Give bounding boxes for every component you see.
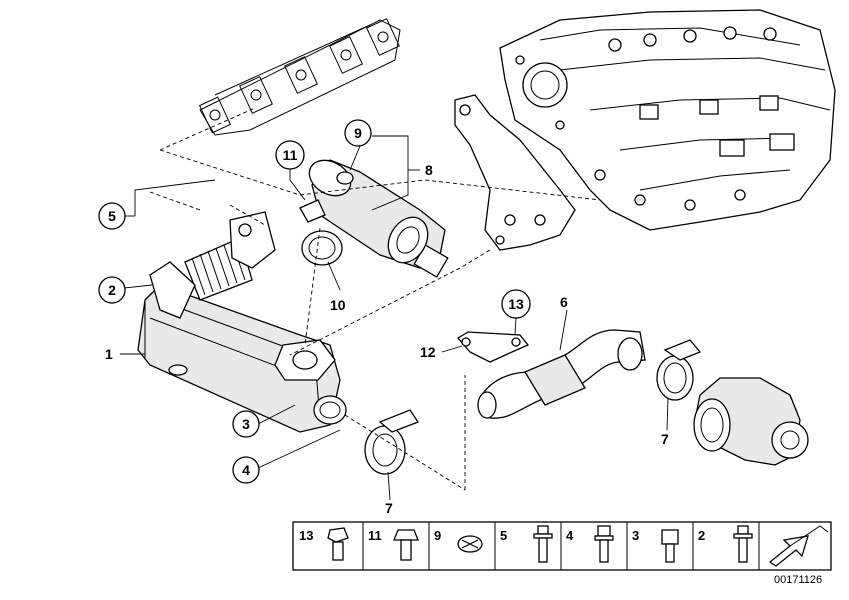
legend-cell-9: 9 — [434, 528, 483, 553]
legend-cell-3: 3 — [632, 528, 679, 563]
bracket-part-12 — [457, 331, 530, 363]
svg-text:2: 2 — [698, 528, 705, 543]
gasket-part-10 — [301, 230, 343, 266]
callout-7-right: 7 — [661, 431, 669, 447]
egr-pipe-part-6 — [477, 329, 646, 419]
callout-3: 3 — [232, 410, 260, 438]
svg-text:1: 1 — [105, 346, 113, 362]
callout-13: 13 — [501, 289, 531, 319]
svg-text:9: 9 — [434, 528, 441, 543]
callout-12: 12 — [420, 344, 436, 360]
egr-valve-housing-drawing — [693, 377, 809, 466]
exhaust-manifold-drawing — [198, 18, 401, 136]
legend-cell-4: 4 — [566, 525, 614, 563]
legend-cell-2: 2 — [698, 525, 753, 563]
legend-cell-13: 13 — [299, 527, 349, 561]
assembly-dashed-lines — [149, 107, 601, 491]
callout-7-left: 7 — [385, 500, 393, 516]
callout-10: 10 — [330, 297, 346, 313]
svg-text:11: 11 — [283, 147, 298, 163]
direction-arrow-icon — [768, 525, 829, 567]
mounting-bracket-drawing — [454, 94, 576, 251]
svg-text:7: 7 — [385, 500, 393, 516]
callout-1: 1 — [105, 346, 113, 362]
svg-text:4: 4 — [566, 528, 574, 543]
clamp-part-7-right — [656, 339, 702, 401]
svg-text:9: 9 — [354, 125, 362, 141]
leader-lines — [120, 135, 669, 501]
svg-text:12: 12 — [420, 344, 436, 360]
svg-text:2: 2 — [108, 282, 116, 298]
svg-text:4: 4 — [242, 462, 250, 478]
svg-text:13: 13 — [299, 528, 313, 543]
svg-text:10: 10 — [330, 297, 346, 313]
clamp-part-7-left — [364, 409, 419, 475]
svg-text:3: 3 — [632, 528, 639, 543]
legend-cell-5: 5 — [500, 525, 553, 563]
legend-cell-11: 11 — [368, 528, 419, 561]
svg-text:5: 5 — [108, 208, 116, 224]
svg-text:3: 3 — [242, 416, 250, 432]
callout-9: 9 — [344, 119, 372, 147]
svg-text:8: 8 — [425, 162, 433, 178]
svg-text:6: 6 — [560, 294, 568, 310]
callout-6: 6 — [560, 294, 568, 310]
egr-cooler-part-1 — [137, 211, 347, 433]
callout-5: 5 — [98, 202, 126, 230]
svg-text:5: 5 — [500, 528, 507, 543]
engine-block-drawing — [499, 9, 836, 231]
callout-4: 4 — [232, 456, 260, 484]
svg-text:13: 13 — [508, 296, 524, 312]
callout-2: 2 — [98, 276, 126, 304]
callout-11: 11 — [275, 140, 305, 170]
diagram-reference-number: 00171126 — [774, 574, 822, 586]
svg-text:11: 11 — [368, 528, 382, 543]
callout-8: 8 — [425, 162, 433, 178]
svg-text:7: 7 — [661, 431, 669, 447]
fastener-legend: 13 11 9 5 4 3 — [292, 521, 832, 571]
